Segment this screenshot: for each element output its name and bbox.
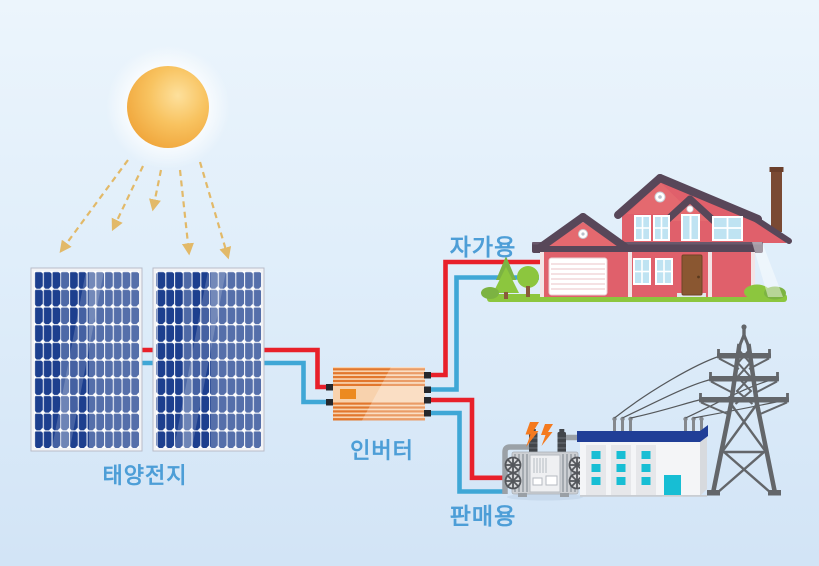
lightning-bolt-icon bbox=[525, 422, 553, 447]
power-plant-building-icon bbox=[577, 416, 708, 497]
solar-panel-right bbox=[152, 267, 265, 452]
transmission-tower-icon bbox=[699, 324, 789, 496]
inverter-icon bbox=[326, 367, 431, 421]
label-self-use: 자가용 bbox=[449, 234, 517, 260]
front-door bbox=[681, 254, 703, 296]
sun-icon bbox=[106, 45, 230, 169]
label-inverter: 인버터 bbox=[350, 438, 414, 463]
inverter-label-plate bbox=[340, 389, 356, 399]
trees bbox=[481, 256, 786, 300]
plant-windows bbox=[591, 451, 651, 485]
house-upper-windows bbox=[634, 214, 743, 241]
roof-insulators bbox=[612, 416, 704, 432]
solar-panel-left bbox=[30, 267, 143, 452]
wire-blue-inverter-to-plant bbox=[427, 410, 506, 494]
wire-red-inverter-to-house bbox=[427, 259, 540, 378]
plant-door bbox=[662, 473, 683, 497]
garage-door bbox=[548, 257, 608, 296]
wire-red-inverter-to-plant bbox=[427, 397, 505, 481]
house-lower-windows bbox=[633, 258, 673, 285]
sunlight-rays-icon bbox=[59, 159, 232, 260]
inverter-terminals bbox=[326, 372, 431, 417]
power-lines bbox=[614, 355, 787, 419]
label-for-sale: 판매용 bbox=[449, 503, 517, 529]
label-solar-panel: 태양전지 bbox=[102, 463, 188, 488]
transformer-icon bbox=[502, 422, 586, 501]
house-icon bbox=[481, 167, 792, 302]
solar-panel-array-icon bbox=[30, 267, 265, 452]
